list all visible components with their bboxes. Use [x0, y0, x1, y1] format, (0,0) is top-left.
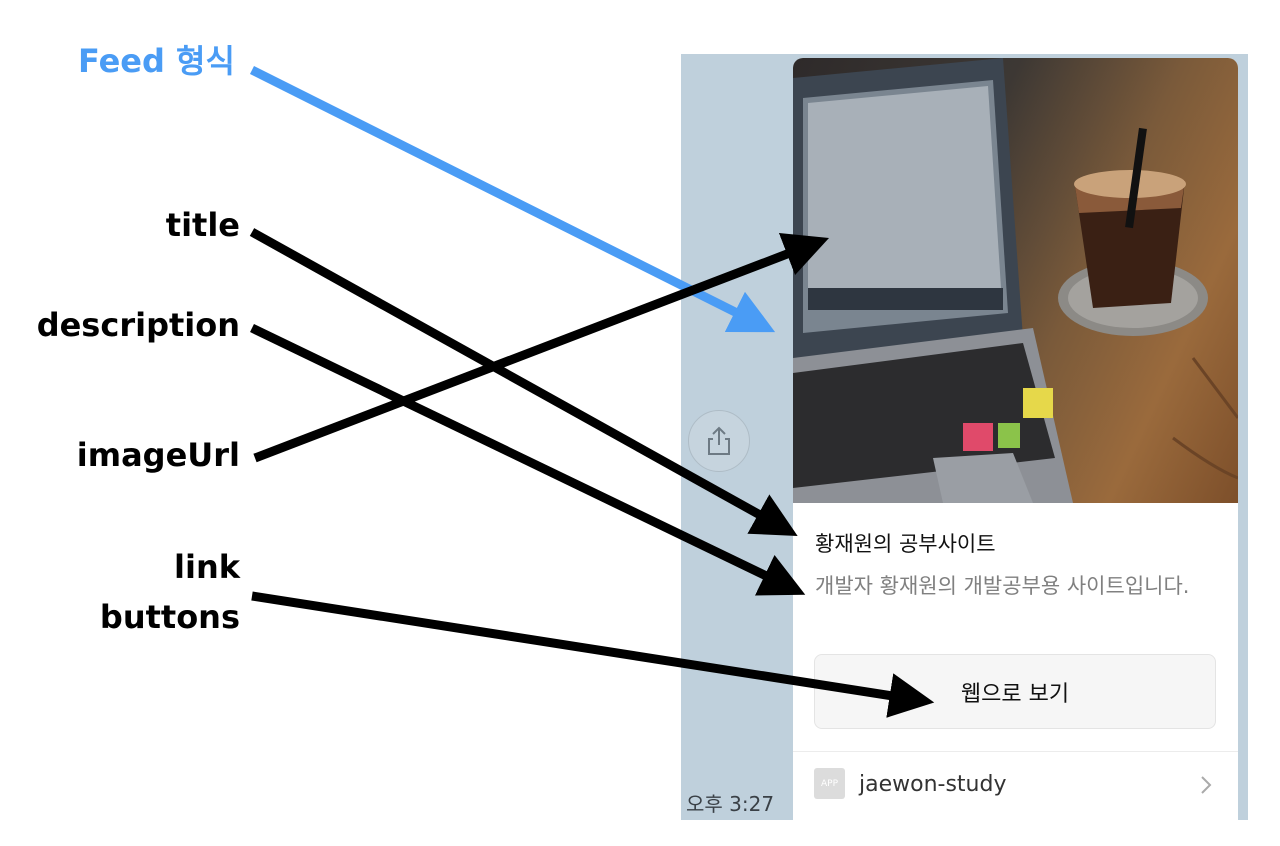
arrow-feed: [249, 65, 776, 333]
annotation-buttons: buttons: [99, 598, 240, 636]
arrow-link-buttons: [251, 591, 935, 718]
annotation-description: description: [36, 306, 240, 344]
annotation-image-url: imageUrl: [76, 436, 240, 474]
arrow-image-url: [253, 233, 830, 463]
share-icon: [708, 426, 730, 455]
annotation-feed: Feed 형식: [78, 42, 235, 80]
card-description: 개발자 황재원의 개발공부용 사이트입니다.: [815, 574, 1190, 598]
app-name: jaewon-study: [859, 772, 1007, 797]
share-button[interactable]: [688, 410, 750, 472]
card-title: 황재원의 공부사이트: [815, 532, 996, 556]
message-time: 오후 3:27: [686, 792, 775, 816]
arrow-title: [249, 228, 798, 536]
arrow-description: [250, 323, 806, 596]
photo-laptop-coffee-icon: [793, 58, 1238, 503]
card-footer-link[interactable]: APP jaewon-study: [793, 751, 1238, 820]
app-icon: APP: [814, 768, 845, 799]
annotation-link: link: [174, 548, 240, 586]
card-image[interactable]: [793, 58, 1238, 503]
annotation-title: title: [165, 206, 240, 244]
chevron-right-icon: [1201, 776, 1212, 794]
